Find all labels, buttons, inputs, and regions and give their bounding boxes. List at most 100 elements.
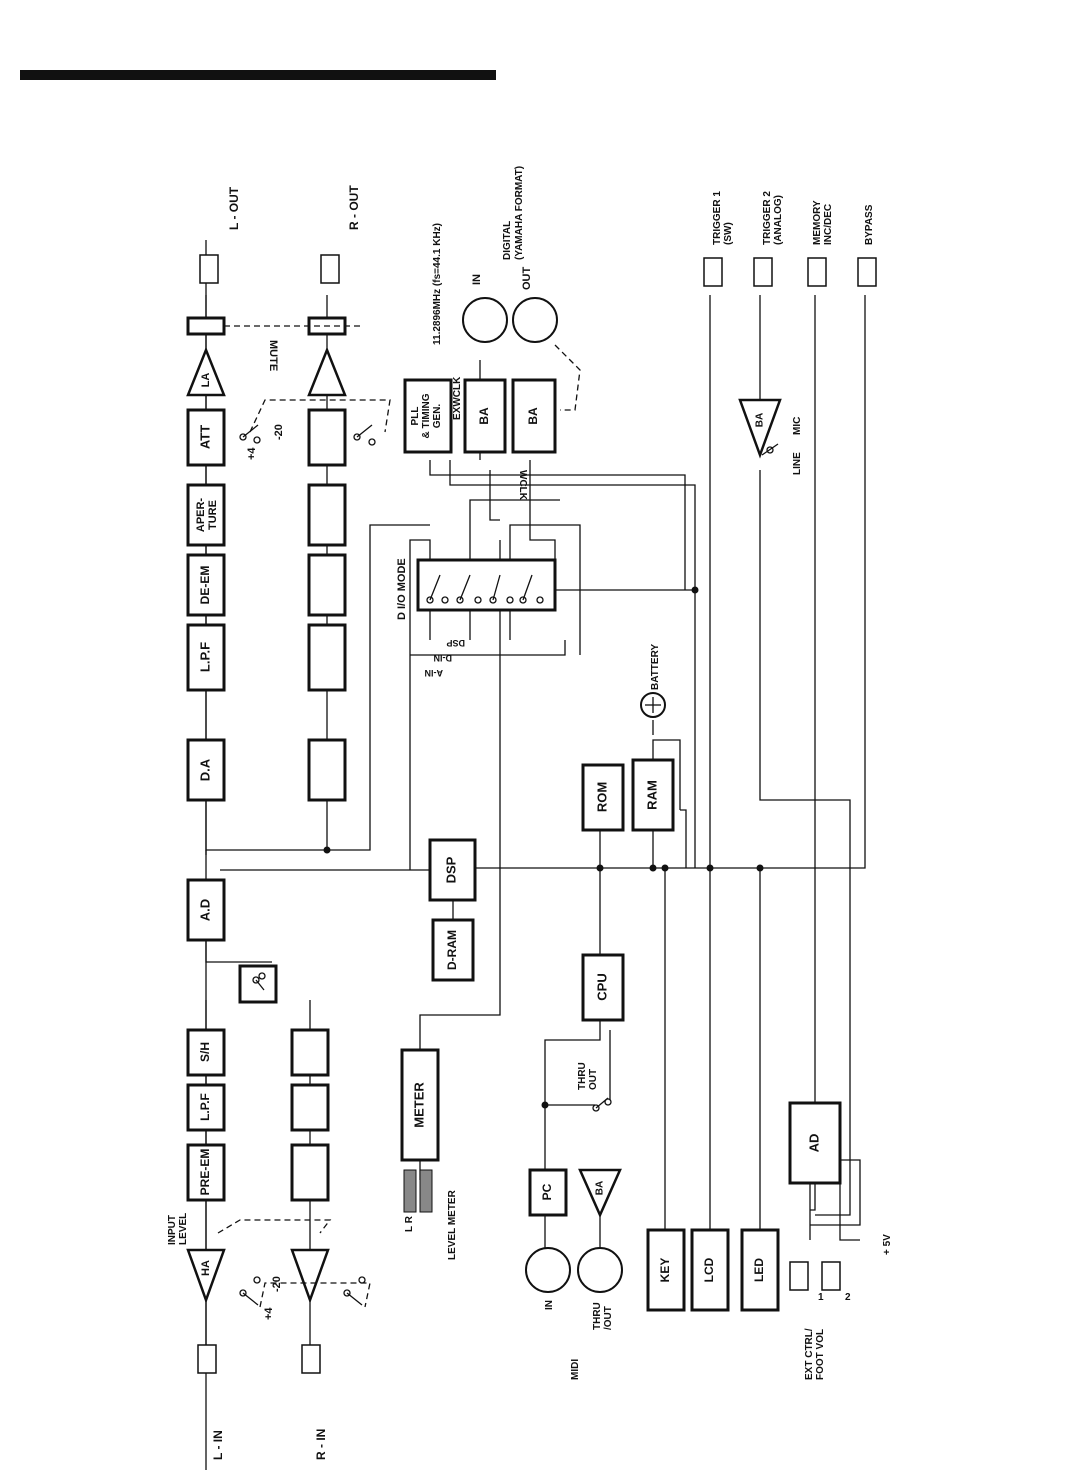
wclk-label: WCLK bbox=[517, 470, 528, 501]
dsp-block bbox=[428, 838, 477, 902]
r-lpf-in-block bbox=[290, 1083, 330, 1132]
midi-in-connector bbox=[525, 1247, 571, 1293]
key-block bbox=[646, 1228, 686, 1312]
digital-in-connector bbox=[462, 297, 508, 343]
sh-block bbox=[186, 1028, 226, 1077]
pll-block bbox=[403, 378, 453, 454]
da-label: D.A bbox=[197, 758, 212, 781]
r-la-amp bbox=[307, 346, 347, 397]
pc-label: PC bbox=[540, 1183, 554, 1200]
trigger1-jack bbox=[703, 257, 723, 287]
pre-em-block bbox=[186, 1143, 226, 1202]
input-level-label: INPUTLEVEL bbox=[167, 1213, 189, 1245]
ba-in-label: BA bbox=[477, 407, 491, 425]
r-in-jack bbox=[301, 1344, 321, 1374]
meter-label: METER bbox=[411, 1082, 426, 1128]
ba-out-label: BA bbox=[526, 407, 540, 425]
att-block bbox=[186, 408, 226, 467]
dio-mode-switch bbox=[416, 558, 557, 612]
thru-out-switch-label: THRUOUT bbox=[577, 1062, 599, 1090]
meter-block bbox=[400, 1048, 440, 1162]
r-att-block bbox=[307, 408, 347, 467]
digital-in-label: IN bbox=[471, 274, 483, 285]
input-selector-switch bbox=[238, 964, 278, 1004]
lpf-out-block bbox=[186, 623, 226, 692]
blocks: D.A L.P.F DE-EM APER-TURE ATT LA A.D S/H… bbox=[186, 316, 842, 1312]
mic-label: MIC bbox=[792, 417, 803, 435]
r-out-jack bbox=[320, 254, 340, 284]
ad-ctrl-block bbox=[788, 1101, 842, 1185]
dashed-links bbox=[217, 325, 581, 1308]
ba-in-block bbox=[463, 378, 507, 454]
ad-block bbox=[186, 878, 226, 942]
a-in-label: A-IN bbox=[425, 668, 444, 678]
r-de-em-block bbox=[307, 553, 347, 617]
bypass-jack bbox=[857, 257, 877, 287]
lcd-block bbox=[690, 1228, 730, 1312]
r-ha-amp bbox=[290, 1248, 330, 1304]
midi-thru-label: THRU/OUT bbox=[592, 1302, 614, 1330]
dsp-label: DSP bbox=[443, 856, 458, 883]
lpf-in-block bbox=[186, 1083, 226, 1132]
la-label: LA bbox=[200, 373, 212, 388]
midi-in-label: IN bbox=[544, 1300, 555, 1310]
trigger1-label: TRIGGER 1(SW) bbox=[712, 191, 734, 245]
trigger2-label: TRIGGER 2(ANALOG) bbox=[762, 191, 784, 245]
lpf-out-label: L.P.F bbox=[197, 642, 212, 672]
labels: L - OUT R - OUT MUTE +4 -20 +4 -20 INPUT… bbox=[167, 166, 893, 1460]
cpu-block bbox=[581, 953, 625, 1022]
mute-label: MUTE bbox=[267, 340, 279, 371]
ba-trigger-amp bbox=[738, 398, 782, 459]
aperture-label: APER-TURE bbox=[195, 498, 219, 533]
bypass-label: BYPASS bbox=[864, 204, 875, 245]
ext2-label: 2 bbox=[845, 1292, 851, 1303]
plus5v-label: + 5V bbox=[882, 1234, 893, 1255]
pc-block bbox=[528, 1168, 568, 1217]
da-block bbox=[186, 738, 226, 802]
level-meter-l bbox=[403, 1169, 417, 1213]
lpf-in-label: L.P.F bbox=[198, 1093, 212, 1121]
plus4-label: +4 bbox=[246, 447, 258, 460]
r-sh-block bbox=[290, 1028, 330, 1077]
pre-em-label: PRE-EM bbox=[198, 1149, 212, 1196]
digital-label: DIGITAL(YAMAHA FORMAT) bbox=[502, 166, 525, 260]
dio-mode-label: D I/O MODE bbox=[396, 558, 408, 620]
digital-out-label: OUT bbox=[521, 267, 533, 291]
trigger2-jack bbox=[753, 257, 773, 287]
d-in-label: D-IN bbox=[434, 653, 453, 663]
led-block bbox=[740, 1228, 780, 1312]
minus20-label: -20 bbox=[273, 424, 285, 440]
ram-block bbox=[631, 758, 675, 832]
level-meter-r bbox=[419, 1169, 433, 1213]
minus20-in-label: -20 bbox=[271, 1276, 283, 1292]
connectors bbox=[462, 297, 666, 1293]
ext1-jack bbox=[789, 1261, 809, 1291]
l-out-jack bbox=[199, 254, 219, 284]
r-da-block bbox=[307, 738, 347, 802]
line-label: LINE bbox=[792, 452, 803, 475]
r-pre-em-block bbox=[290, 1143, 330, 1202]
aperture-block bbox=[186, 483, 226, 547]
lr-label: L R bbox=[404, 1215, 415, 1232]
r-lpf-block bbox=[307, 623, 347, 692]
ad-ctrl-label: AD bbox=[806, 1134, 821, 1153]
d-ram-block bbox=[431, 918, 475, 982]
la-amp bbox=[186, 346, 226, 397]
midi-thru-connector bbox=[577, 1247, 623, 1293]
ba-out-block bbox=[511, 378, 557, 454]
key-label: KEY bbox=[658, 1258, 672, 1283]
lcd-label: LCD bbox=[702, 1257, 716, 1282]
header-rule bbox=[20, 70, 496, 80]
led-label: LED bbox=[752, 1258, 766, 1282]
r-aperture-block bbox=[307, 483, 347, 547]
pll-label: PLL& TIMINGGEN. bbox=[410, 393, 443, 438]
ba-trigger-label: BA bbox=[755, 413, 766, 427]
rom-block bbox=[581, 763, 625, 832]
sh-label: S/H bbox=[198, 1042, 212, 1062]
att-label: ATT bbox=[197, 425, 212, 449]
memory-jack bbox=[807, 257, 827, 287]
l-mute-relay bbox=[186, 316, 226, 336]
ram-label: RAM bbox=[644, 780, 659, 810]
ad-label: A.D bbox=[197, 899, 212, 921]
